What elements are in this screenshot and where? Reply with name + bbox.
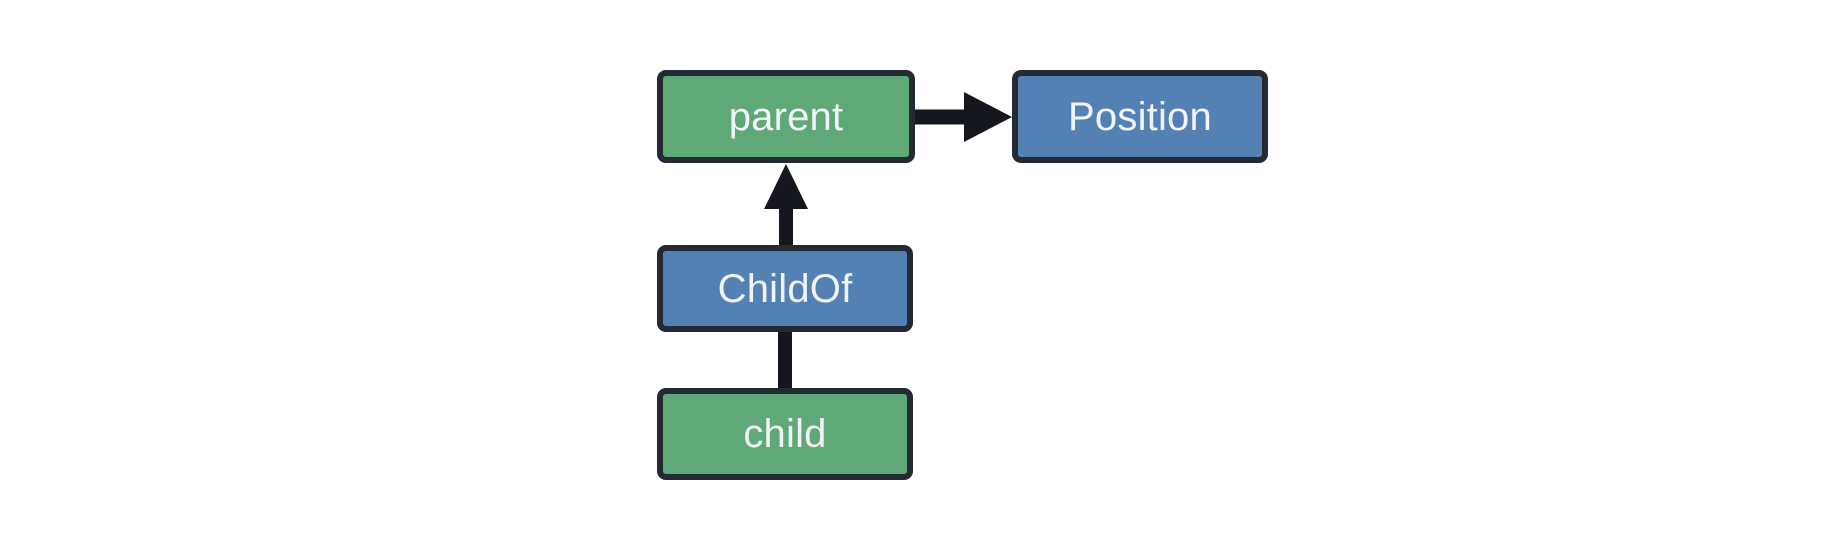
edge-childof-to-parent [764, 164, 808, 247]
node-position[interactable]: Position [1012, 70, 1268, 163]
node-child-label: child [743, 412, 827, 456]
node-parent[interactable]: parent [657, 70, 915, 163]
edge-childof-to-parent-arrowhead [764, 164, 808, 209]
edge-parent-to-position-arrowhead [964, 92, 1012, 142]
node-childof-label: ChildOf [717, 266, 853, 311]
node-position-label: Position [1068, 94, 1212, 139]
edge-parent-to-position [913, 92, 1012, 142]
node-childof[interactable]: ChildOf [657, 245, 913, 332]
node-child[interactable]: child [657, 388, 913, 480]
node-parent-label: parent [728, 94, 844, 139]
